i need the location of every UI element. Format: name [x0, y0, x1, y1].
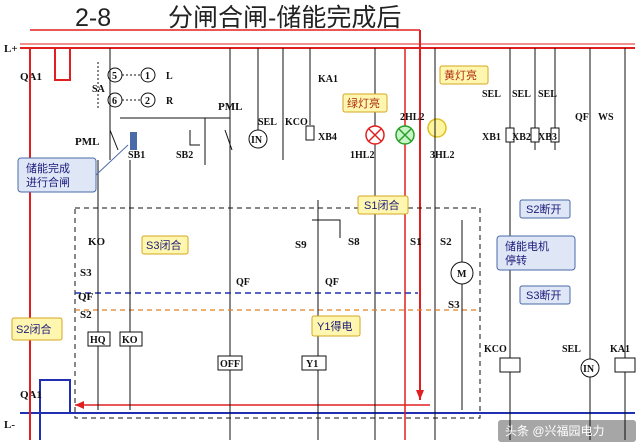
- qf-mid-label: QF: [236, 277, 250, 288]
- ko-label: KO: [88, 236, 106, 248]
- sel-c-label: SEL: [538, 89, 557, 100]
- callout-s2-open: S2断开: [519, 199, 571, 219]
- s2-label: S2: [80, 309, 92, 321]
- svg-text:黄灯亮: 黄灯亮: [444, 68, 477, 82]
- s9-label: S9: [295, 239, 307, 251]
- xb4-box: [305, 125, 315, 141]
- y1-label: Y1: [306, 359, 318, 370]
- sa-contact-5-label: 5: [112, 71, 117, 82]
- sel-indicator: [248, 129, 268, 149]
- qf-left-label: QF: [78, 291, 94, 303]
- callout-motor-stop-line2: 停转: [505, 253, 527, 267]
- svg-text:S2断开: S2断开: [526, 202, 561, 216]
- kco2-label: KCO: [484, 344, 507, 355]
- svg-text:S2闭合: S2闭合: [16, 322, 51, 336]
- sel2-label: SEL: [562, 344, 581, 355]
- sa-contact-2-label: 2: [145, 96, 150, 107]
- sb1-label: SB1: [128, 150, 145, 161]
- xb2-label: XB2: [512, 132, 531, 143]
- callout-store-done: 储能完成 进行合闸: [17, 144, 129, 193]
- qa1-top-loop: [54, 48, 71, 81]
- svg-text:S3断开: S3断开: [526, 288, 561, 302]
- qa1-bottom-loop: [39, 379, 71, 413]
- in2-indicator: [580, 358, 600, 378]
- sb2-label: SB2: [176, 150, 193, 161]
- figure-title: 分闸合闸-储能完成后: [168, 4, 401, 32]
- hq-label: HQ: [90, 335, 106, 346]
- svg-text:Y1得电: Y1得电: [317, 320, 352, 333]
- kco-coil: [499, 357, 521, 373]
- s1-label: S1: [410, 236, 422, 248]
- pml-left-label: PML: [75, 136, 99, 148]
- hl1-label: 1HL2: [350, 150, 374, 161]
- bus-bottom-label: L-: [4, 419, 15, 431]
- figure-number: 2-8: [75, 4, 111, 32]
- ws-label: WS: [598, 112, 614, 123]
- xb1-label: XB1: [482, 132, 501, 143]
- qf-mid2-label: QF: [325, 277, 339, 288]
- s3r-label: S3: [448, 299, 460, 311]
- s8-label: S8: [348, 236, 360, 248]
- arrow-left-icon: [75, 401, 84, 409]
- arrow-down-icon: [416, 390, 424, 400]
- callout-s3-open: S3断开: [519, 285, 571, 305]
- ko-coil-label: KO: [122, 335, 138, 346]
- yellow-lamp: [427, 118, 447, 138]
- callout-motor-stop-line1: 储能电机: [505, 239, 549, 253]
- sa-r-label: R: [166, 96, 174, 107]
- bus-top-label: L+: [4, 43, 18, 55]
- off-coil: [217, 355, 243, 371]
- kco1-label: KCO: [285, 117, 308, 128]
- in2-label: IN: [583, 364, 595, 375]
- hl2-label: 2HL2: [400, 112, 424, 123]
- qf-right-label: QF: [575, 112, 589, 123]
- s3-label: S3: [80, 267, 92, 279]
- watermark-bg: [498, 420, 636, 442]
- hl3-label: 3HL2: [430, 150, 454, 161]
- sel-b-label: SEL: [512, 89, 531, 100]
- s2r-label: S2: [440, 236, 452, 248]
- motor-label: M: [457, 269, 467, 280]
- callout-s1-close: S1闭合: [357, 195, 409, 215]
- sel1-label: SEL: [258, 117, 277, 128]
- sa-label: SA: [92, 84, 106, 95]
- hq-coil: [87, 331, 111, 347]
- sel-a-label: SEL: [482, 89, 501, 100]
- motor-icon: [450, 261, 474, 285]
- y1-coil: [301, 355, 327, 371]
- in1-label: IN: [251, 135, 263, 146]
- svg-text:S3闭合: S3闭合: [146, 238, 181, 252]
- callout-s2-close: S2闭合: [11, 317, 63, 341]
- callout-store-done-line1: 储能完成: [26, 161, 70, 175]
- sa-l-label: L: [166, 71, 173, 82]
- callout-store-done-line2: 进行合闸: [26, 175, 70, 189]
- sa-contact-1: [140, 67, 156, 83]
- sa-contact-6-label: 6: [112, 96, 117, 107]
- callout-y1-power: Y1得电: [311, 315, 361, 337]
- sa-contact-1-label: 1: [145, 71, 150, 82]
- svg-text:S1闭合: S1闭合: [364, 198, 399, 212]
- mechanism-box: [74, 207, 481, 419]
- ko-coil: [119, 331, 143, 347]
- off-label: OFF: [220, 359, 240, 370]
- sa-contact-2: [140, 92, 156, 108]
- ka1b-label: KA1: [610, 344, 630, 355]
- callout-green-on: 绿灯亮: [342, 93, 388, 113]
- callout-motor-stop: 储能电机 停转: [496, 235, 576, 271]
- sb1-button: [130, 132, 137, 150]
- ka1-label: KA1: [318, 74, 338, 85]
- callout-s3-close: S3闭合: [141, 235, 189, 255]
- xb3-label: XB3: [538, 132, 557, 143]
- ka1-coil: [614, 357, 636, 373]
- xb4-label: XB4: [318, 132, 337, 143]
- callout-yellow-on: 黄灯亮: [439, 65, 489, 85]
- watermark: 头条 @兴福园电力: [505, 423, 605, 438]
- svg-text:绿灯亮: 绿灯亮: [347, 96, 380, 110]
